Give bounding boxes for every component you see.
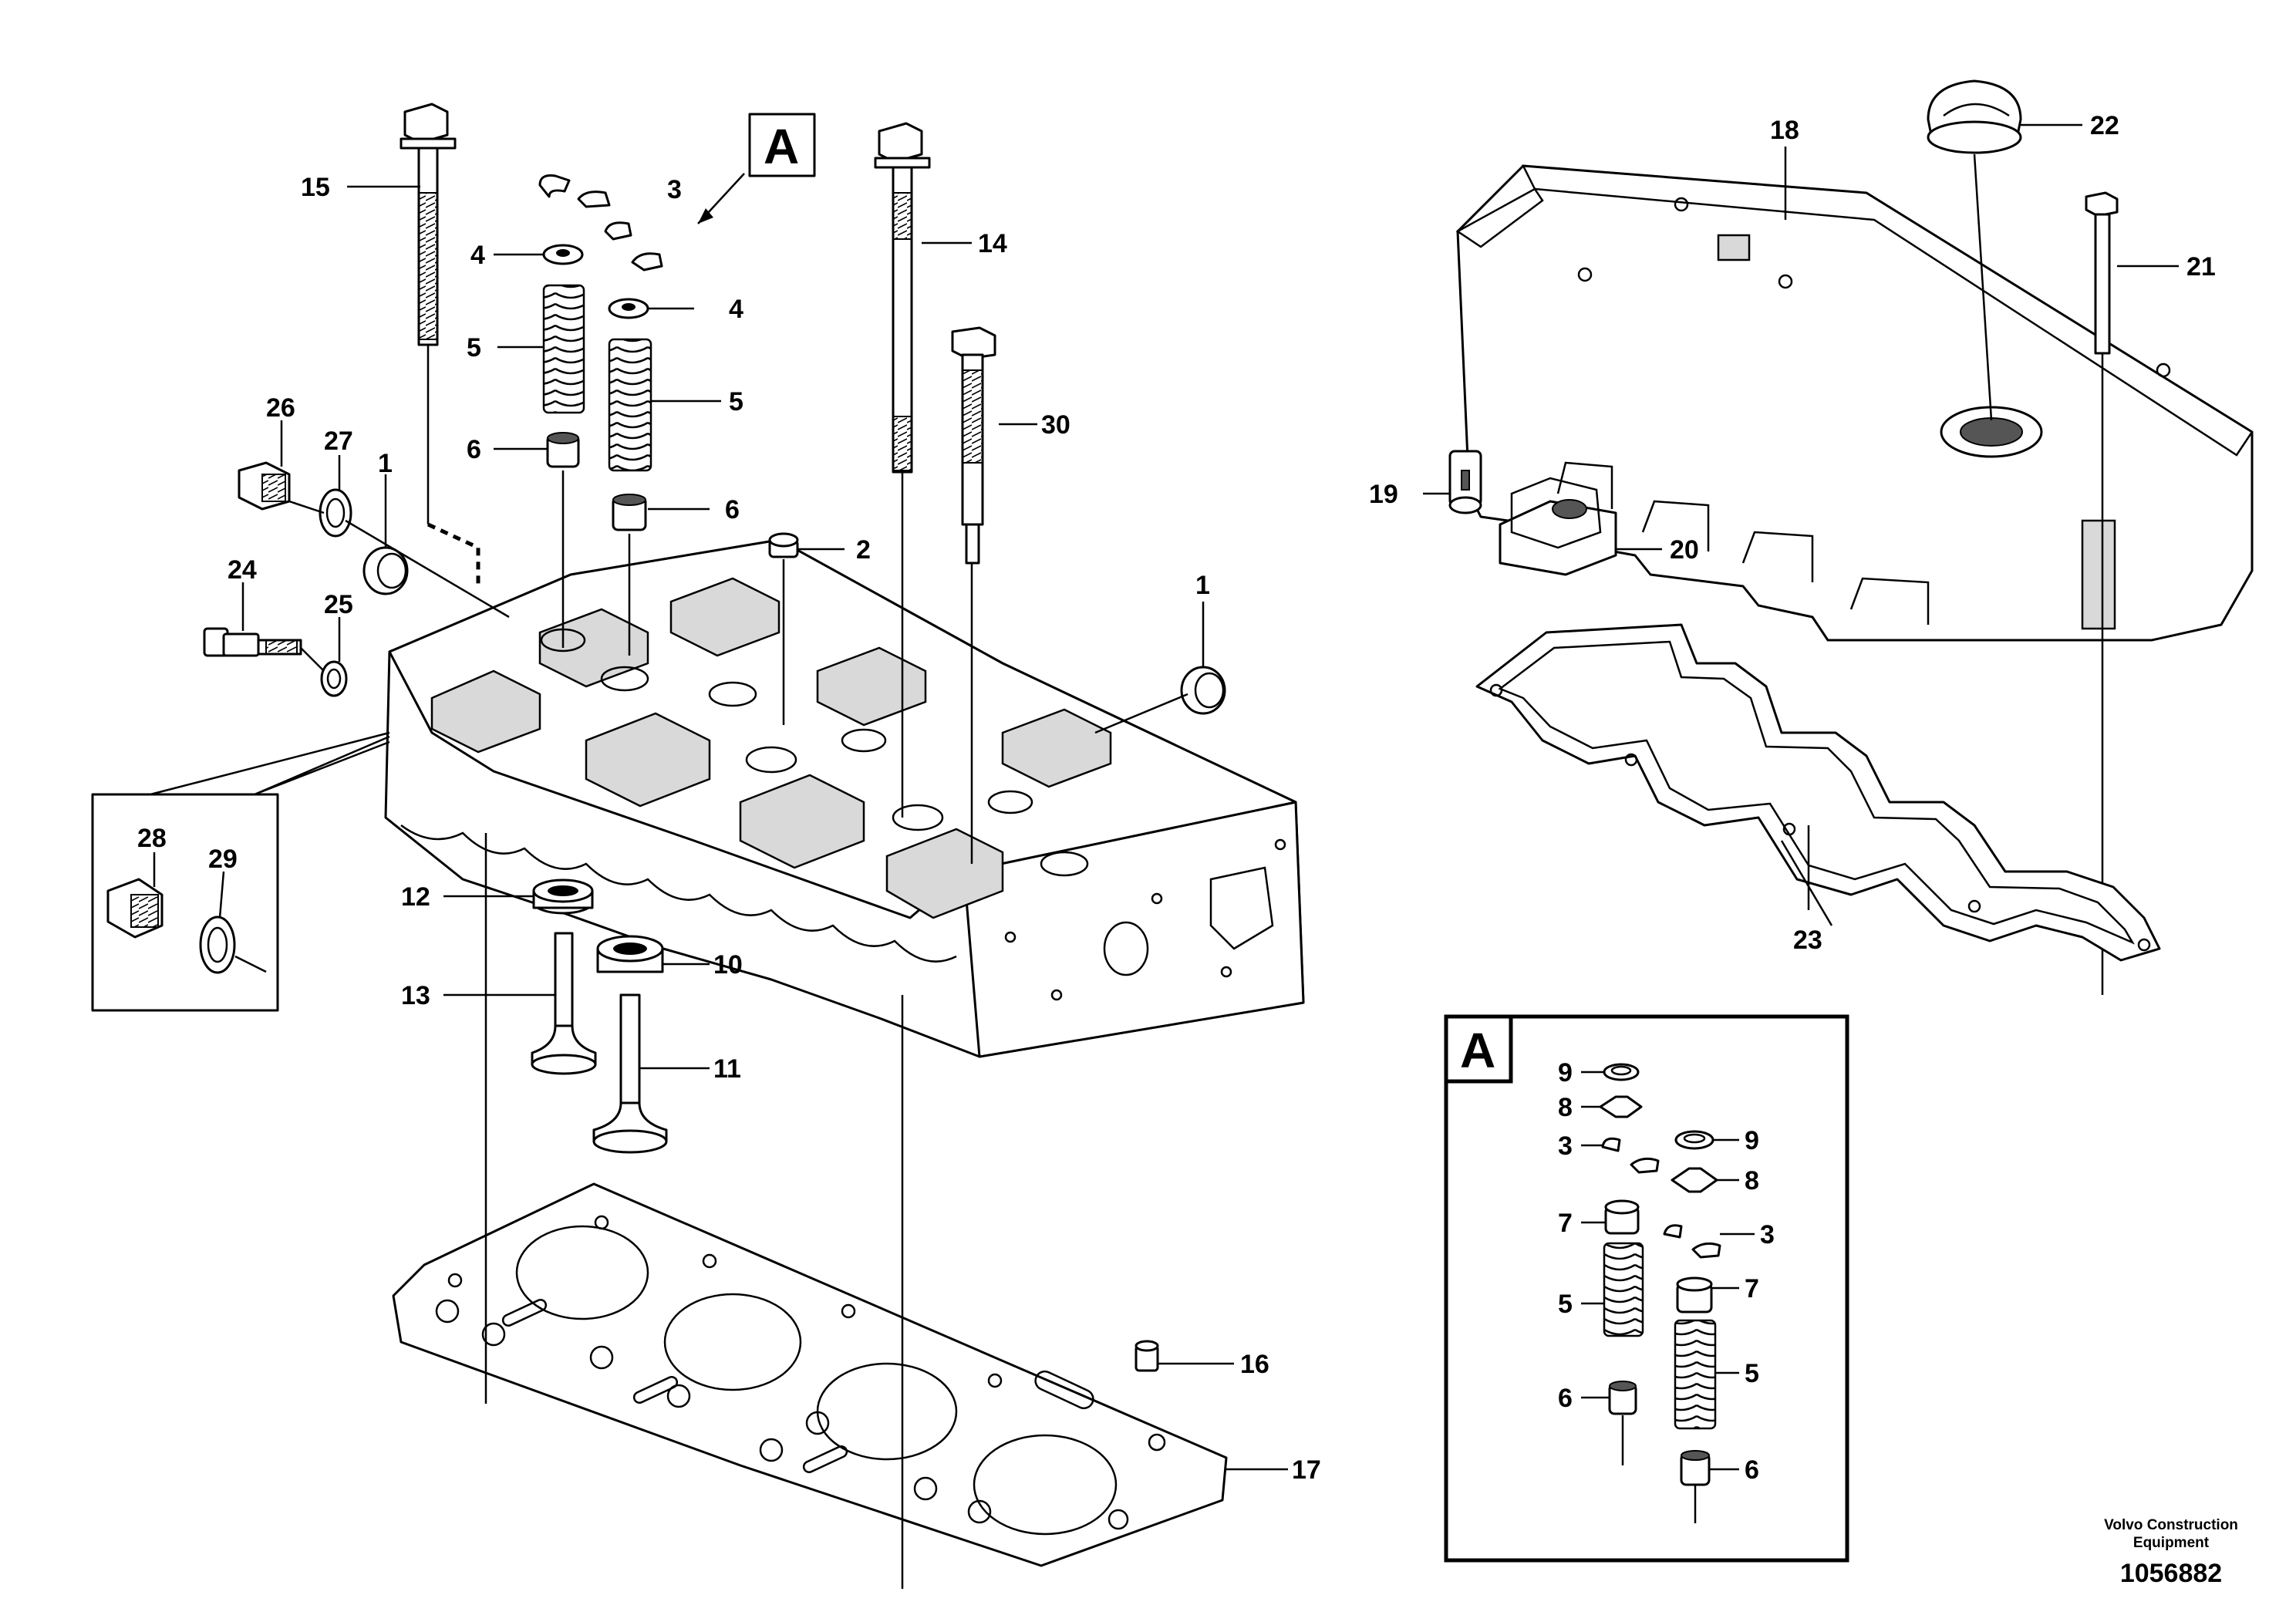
head-ports xyxy=(540,628,1089,877)
callout-29: 29 xyxy=(208,845,238,874)
head-gasket-17 xyxy=(392,1182,1228,1567)
detail-callout-9b: 9 xyxy=(1745,1126,1759,1155)
detail-a-box-letter: A xyxy=(1460,1023,1495,1078)
callout-30: 30 xyxy=(1041,410,1070,440)
callout-28: 28 xyxy=(137,824,167,853)
callout-1b: 1 xyxy=(1195,571,1210,600)
callout-24: 24 xyxy=(228,555,257,585)
detail-callout-6b: 6 xyxy=(1745,1455,1759,1485)
screw-plug-26 xyxy=(238,461,291,511)
callout-2: 2 xyxy=(856,535,871,565)
rocker-cover-18 xyxy=(1455,164,2254,642)
bolt-30 xyxy=(951,326,996,565)
cover-notches xyxy=(1556,461,1930,625)
bracket-20 xyxy=(1499,477,1617,576)
callout-19: 19 xyxy=(1369,480,1398,509)
callout-labels: 15 14 30 3 4 4 5 5 6 6 2 1 1 26 27 24 25… xyxy=(137,111,2238,1588)
detail-callout-7a: 7 xyxy=(1558,1209,1573,1238)
detail-callout-8b: 8 xyxy=(1745,1166,1759,1195)
callout-11: 11 xyxy=(713,1054,741,1084)
head-towers xyxy=(430,577,1112,919)
callout-22: 22 xyxy=(2090,111,2119,140)
expansion-plug-1a xyxy=(362,546,409,595)
dowel-sleeve-16 xyxy=(1135,1340,1159,1372)
callout-12: 12 xyxy=(401,882,430,912)
valve-seal-6b xyxy=(612,494,647,656)
detail-callout-7b: 7 xyxy=(1745,1274,1759,1303)
detail-callout-8a: 8 xyxy=(1558,1093,1573,1122)
callout-26: 26 xyxy=(266,393,295,423)
detail-a-letter: A xyxy=(764,119,799,174)
plug-2 xyxy=(768,532,799,725)
callout-1a: 1 xyxy=(378,449,393,478)
valve-seal-6a xyxy=(546,432,580,648)
detail-callout-5a: 5 xyxy=(1558,1290,1573,1319)
callout-21: 21 xyxy=(2186,252,2216,282)
credit-line-1: Volvo Construction xyxy=(2104,1517,2238,1533)
callout-4a: 4 xyxy=(470,241,485,270)
breather-19 xyxy=(1448,450,1482,514)
valve-spring-5a xyxy=(542,284,585,414)
callout-27: 27 xyxy=(324,427,353,456)
callout-20: 20 xyxy=(1670,535,1699,565)
valve-keepers-3 xyxy=(538,174,663,271)
detail-callout-3a: 3 xyxy=(1558,1131,1573,1161)
callout-5b: 5 xyxy=(729,387,743,416)
head-side-details xyxy=(1004,838,1286,1001)
washer-25 xyxy=(320,660,348,697)
callout-4b: 4 xyxy=(729,295,743,324)
valve-11 xyxy=(592,993,668,1154)
callout-3: 3 xyxy=(667,175,682,204)
callout-15: 15 xyxy=(301,173,330,202)
detail-a-indicator xyxy=(697,113,816,224)
callout-13: 13 xyxy=(401,981,430,1010)
callout-5a: 5 xyxy=(467,333,481,363)
callout-14: 14 xyxy=(978,229,1007,258)
spring-retainer-4a xyxy=(542,244,584,265)
detail-a-box xyxy=(1444,1014,1849,1563)
callout-18: 18 xyxy=(1770,116,1799,145)
plug-detail-box xyxy=(91,731,390,1012)
callout-10: 10 xyxy=(713,950,743,980)
callout-6b: 6 xyxy=(725,495,740,524)
callout-16: 16 xyxy=(1240,1350,1269,1379)
assembly-guide-lines xyxy=(288,345,1188,1589)
bolt-14 xyxy=(874,122,931,474)
credit-line-2: Equipment xyxy=(2133,1535,2210,1551)
spring-retainer-4b xyxy=(608,298,649,319)
washer-27 xyxy=(319,488,352,538)
detail-callout-5b: 5 xyxy=(1745,1359,1759,1388)
callout-6a: 6 xyxy=(467,435,481,464)
document-number: 1056882 xyxy=(2120,1559,2222,1588)
bolt-21 xyxy=(2085,191,2119,995)
oil-filler-cap-22 xyxy=(1927,79,2022,421)
valve-spring-5b xyxy=(608,338,652,472)
callout-23: 23 xyxy=(1793,926,1822,955)
valve-13 xyxy=(531,932,597,1075)
valve-seat-12 xyxy=(532,878,594,915)
detail-callout-3b: 3 xyxy=(1760,1220,1775,1249)
callout-25: 25 xyxy=(324,590,353,619)
valve-seat-10 xyxy=(596,935,664,973)
callout-17: 17 xyxy=(1292,1455,1321,1485)
cover-gasket-23 xyxy=(1475,623,2161,962)
expansion-plug-1b xyxy=(1180,666,1226,715)
callout-leaders xyxy=(153,123,2179,1471)
bolt-15 xyxy=(400,103,457,346)
cylinder-head xyxy=(384,538,1305,1058)
detail-callout-9a: 9 xyxy=(1558,1058,1573,1088)
sensor-24 xyxy=(203,627,302,657)
detail-callout-6a: 6 xyxy=(1558,1384,1573,1413)
